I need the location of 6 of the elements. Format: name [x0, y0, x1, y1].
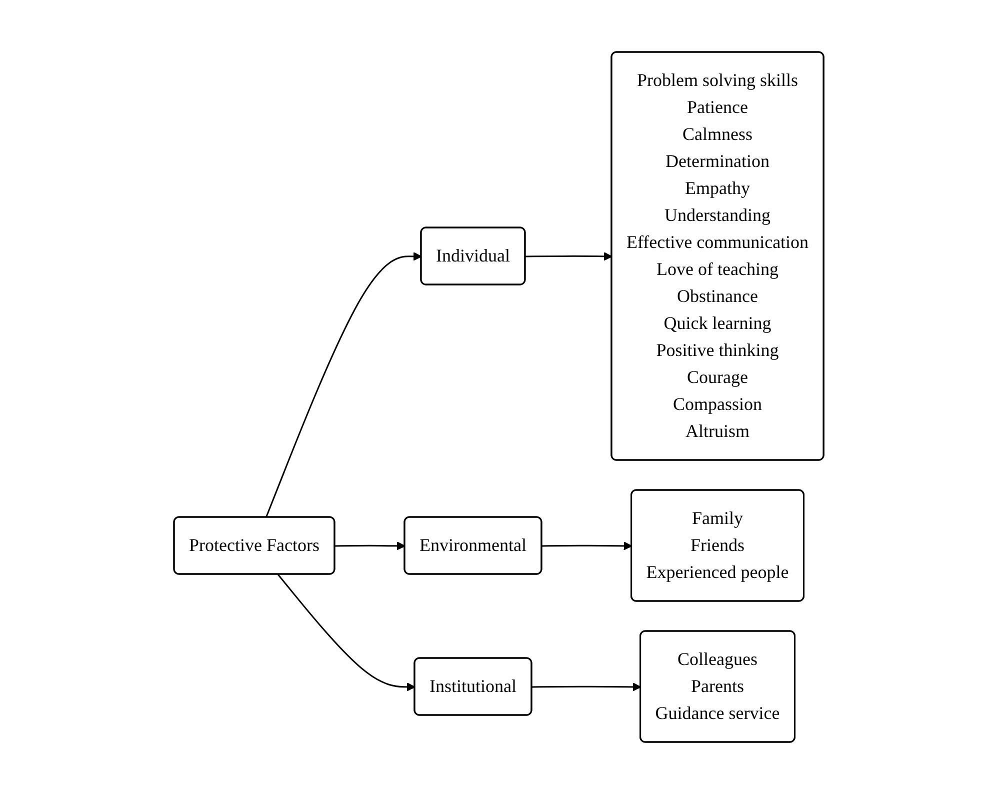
- arrow: [532, 682, 642, 692]
- arrow: [542, 542, 632, 550]
- arrow: [278, 574, 416, 692]
- arrow: [266, 252, 422, 518]
- arrow: [335, 542, 406, 550]
- arrow: [526, 252, 613, 261]
